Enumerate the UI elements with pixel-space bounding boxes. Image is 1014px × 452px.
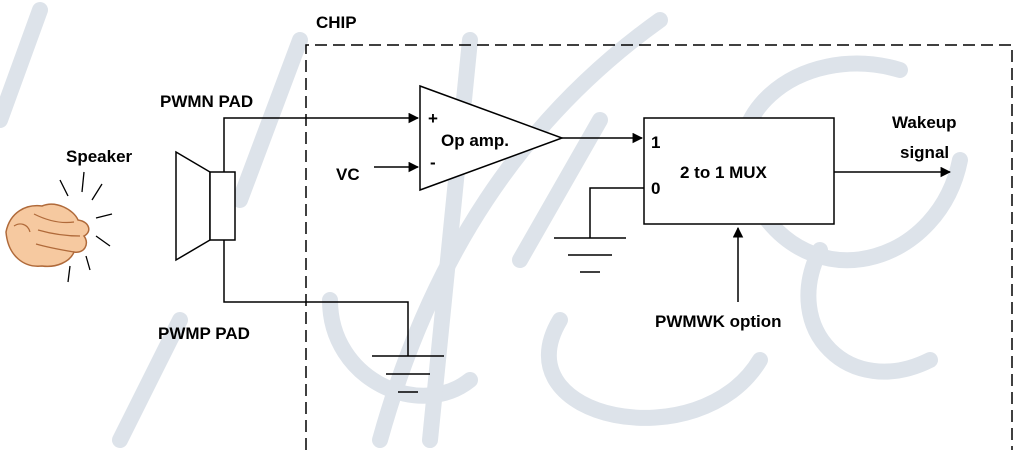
wakeup-label-line1: Wakeup (892, 113, 957, 132)
pwmn-wire (223, 112, 420, 172)
wakeup-label-line2: signal (900, 143, 949, 162)
pwmp-pad-label: PWMP PAD (158, 324, 250, 343)
mux-input-1-label: 1 (651, 133, 660, 152)
op-amp-symbol (419, 84, 565, 192)
pwmp-wire (223, 240, 409, 356)
ground-icon (372, 355, 444, 393)
vc-label: VC (336, 165, 360, 184)
speaker-label: Speaker (66, 147, 133, 166)
ground-icon (554, 237, 626, 273)
op-amp-minus: - (430, 153, 436, 172)
clapping-hands-icon (5, 171, 113, 283)
mux-input-0-label: 0 (651, 179, 660, 198)
pwmwk-option-label: PWMWK option (655, 312, 782, 331)
mux-label: 2 to 1 MUX (680, 163, 768, 182)
mux-input-0-wire (589, 187, 644, 238)
speaker-icon (175, 150, 236, 262)
pwmn-pad-label: PWMN PAD (160, 92, 253, 111)
op-amp-plus: + (428, 109, 438, 128)
chip-label: CHIP (316, 13, 357, 32)
chip-boundary (305, 44, 1013, 450)
op-amp-label: Op amp. (441, 131, 509, 150)
watermark (0, 2, 968, 448)
mux-box (643, 117, 835, 225)
